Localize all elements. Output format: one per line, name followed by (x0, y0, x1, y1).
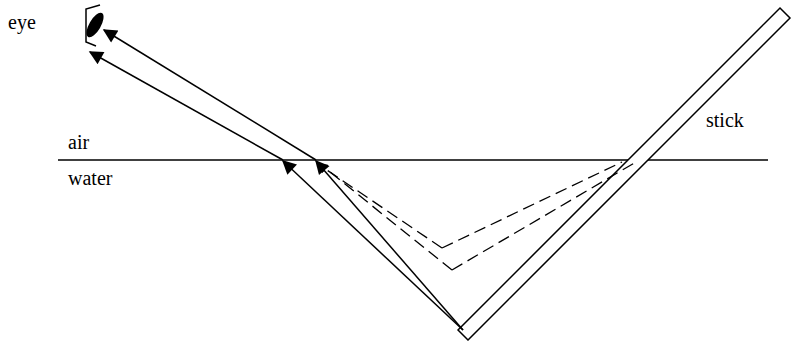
medium-label: water (68, 168, 112, 188)
light-rays (90, 30, 463, 330)
water-surface (58, 159, 768, 161)
eye-symbol (84, 5, 106, 46)
medium-label: air (68, 132, 89, 152)
apparent-stick (318, 162, 636, 270)
eye-label: eye (8, 12, 36, 32)
object-label: stick (706, 110, 744, 130)
stick-shape (458, 8, 790, 340)
